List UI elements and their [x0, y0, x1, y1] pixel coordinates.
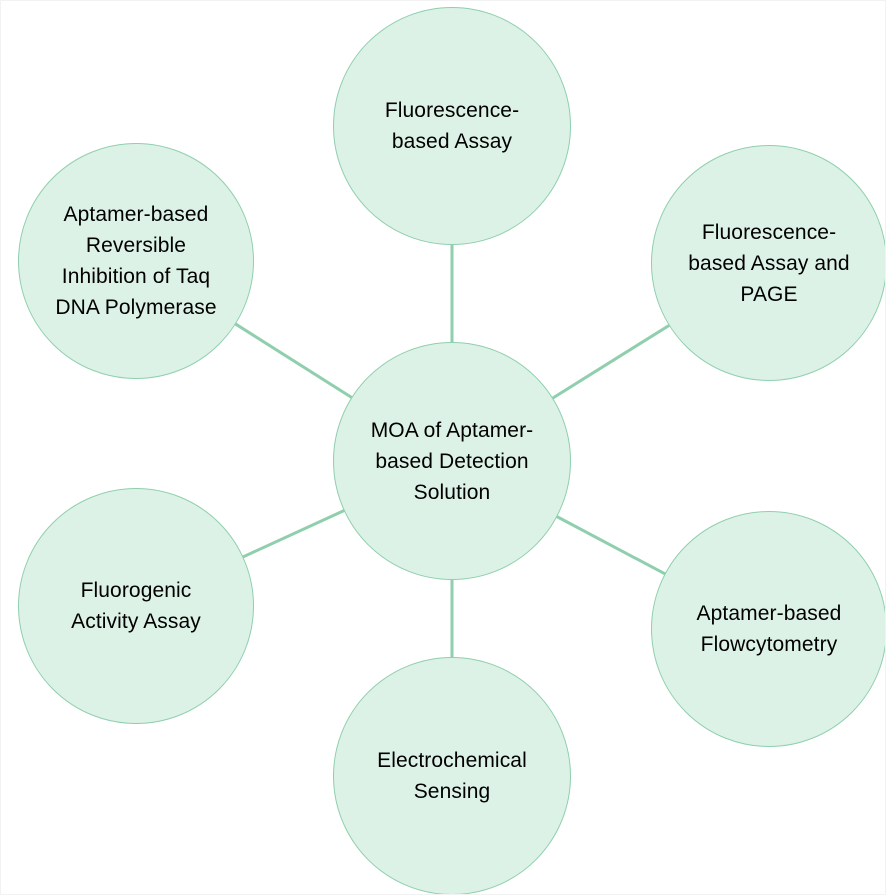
node-fluorescence-based-assay[interactable]: Fluorescence- based Assay	[333, 7, 571, 245]
edge-center-bottom-right	[555, 514, 667, 576]
node-label: Aptamer-based Flowcytometry	[696, 602, 842, 656]
node-label: Fluorogenic Activity Assay	[71, 579, 201, 633]
edge-center-bottom-left	[241, 508, 346, 559]
node-label: Electrochemical Sensing	[377, 749, 527, 803]
node-aptamer-based-flowcytometry[interactable]: Aptamer-based Flowcytometry	[651, 511, 885, 747]
edge-center-top-right	[551, 323, 671, 400]
node-fluorescence-based-assay-and-page[interactable]: Fluorescence- based Assay and PAGE	[651, 145, 885, 381]
node-label: Fluorescence- based Assay	[384, 99, 520, 153]
node-label: Fluorescence- based Assay and PAGE	[688, 220, 850, 306]
node-label: Aptamer-based Reversible Inhibition of T…	[55, 203, 217, 319]
node-fluorogenic-activity-assay[interactable]: Fluorogenic Activity Assay	[18, 488, 254, 724]
center-node-center[interactable]: MOA of Aptamer- based Detection Solution	[333, 342, 571, 580]
node-aptamer-based-reversible-inhibition-of-taq-dna-polymerase[interactable]: Aptamer-based Reversible Inhibition of T…	[18, 143, 254, 379]
node-label: MOA of Aptamer- based Detection Solution	[370, 418, 534, 504]
node-electrochemical-sensing[interactable]: Electrochemical Sensing	[333, 657, 571, 894]
edge-center-top-left	[234, 322, 354, 400]
